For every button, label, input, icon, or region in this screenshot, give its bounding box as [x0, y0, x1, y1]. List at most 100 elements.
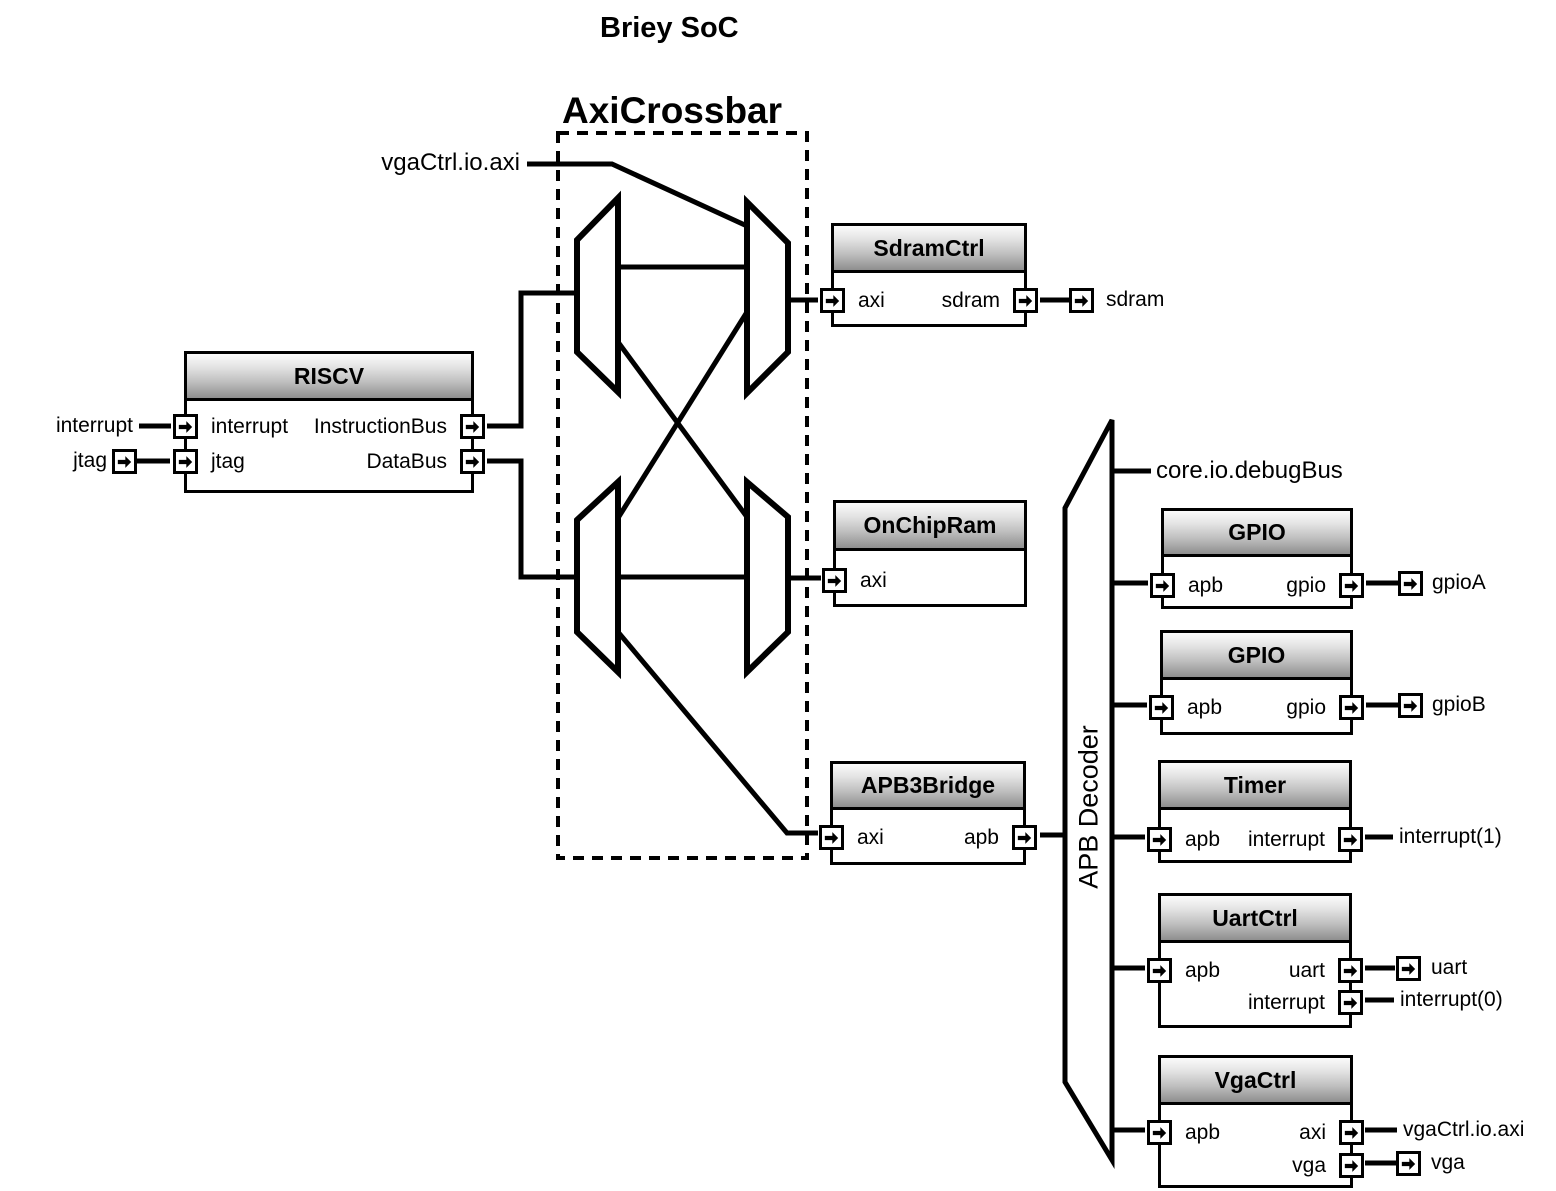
gpio-a-apb-label: apb — [1188, 574, 1224, 597]
block-riscv: RISCV interrupt jtag InstructionBus Data… — [173, 351, 485, 493]
apb3-bridge-axi-port — [819, 825, 844, 850]
arrow-right-icon — [825, 294, 840, 307]
riscv-jtag-label: jtag — [211, 450, 245, 473]
uart-ctrl-title: UartCtrl — [1212, 904, 1298, 931]
apb-decoder-shape — [1062, 418, 1115, 1169]
arrow-right-icon — [1155, 579, 1170, 592]
gpio-b-title: GPIO — [1227, 641, 1286, 668]
uart-ctrl-uart-port — [1338, 958, 1363, 983]
sdram-arbiter-shape — [744, 194, 791, 401]
wire-ibus-to-ram — [615, 340, 750, 519]
block-vga-ctrl: VgaCtrl apb axi vga — [1147, 1055, 1364, 1188]
block-sdram-ctrl: SdramCtrl axi sdram — [820, 223, 1038, 327]
ram-arbiter-shape — [744, 475, 791, 680]
arrow-right-icon — [1343, 964, 1358, 977]
gpio-a-apb-port — [1150, 573, 1175, 598]
apb3-bridge-title: APB3Bridge — [860, 772, 996, 798]
external-vga-axi-label: vgaCtrl.io.axi — [1403, 1118, 1525, 1141]
wire-dbus-to-bridge — [616, 630, 818, 836]
gpio-b-apb-port — [1149, 695, 1174, 720]
gpio-a-title: GPIO — [1228, 519, 1286, 545]
arrow-right-icon — [827, 574, 842, 587]
uart-ctrl-header: UartCtrl — [1161, 896, 1349, 943]
wire-instruction-bus — [487, 290, 577, 429]
vga-axi-input-label: vgaCtrl.io.axi — [381, 149, 520, 176]
external-uart-port — [1396, 956, 1421, 981]
gpio-b-header: GPIO — [1163, 633, 1350, 680]
sdram-ctrl-title: SdramCtrl — [873, 234, 985, 261]
timer-apb-port — [1147, 827, 1172, 852]
arrow-right-icon — [1344, 579, 1359, 592]
vga-ctrl-header: VgaCtrl — [1161, 1058, 1350, 1105]
riscv-instructionbus-label: InstructionBus — [313, 415, 447, 438]
arrow-right-icon — [1343, 996, 1358, 1009]
uart-ctrl-uart-label: uart — [1288, 959, 1325, 982]
riscv-jtag-port — [173, 449, 198, 474]
riscv-interrupt-label: interrupt — [211, 415, 289, 438]
vga-ctrl-apb-port — [1147, 1120, 1172, 1145]
connection-lines — [137, 161, 1398, 1166]
vga-ctrl-vga-port — [1339, 1153, 1364, 1178]
page-title: Briey SoC — [600, 12, 739, 44]
sdram-ctrl-axi-port — [820, 288, 845, 313]
arrow-right-icon — [1344, 1159, 1359, 1172]
arrow-right-icon — [465, 455, 480, 468]
ibus-demux-shape — [574, 190, 621, 400]
gpio-a-gpio-port — [1339, 573, 1364, 598]
gpio-a-gpio-label: gpio — [1286, 574, 1326, 597]
arrow-right-icon — [1343, 833, 1358, 846]
vga-ctrl-axi-label: axi — [1299, 1121, 1326, 1144]
uart-ctrl-apb-port — [1147, 958, 1172, 983]
apb3-bridge-header: APB3Bridge — [833, 764, 1023, 810]
arrow-right-icon — [465, 420, 480, 433]
arrow-right-icon — [1018, 294, 1033, 307]
arrow-right-icon — [1017, 831, 1032, 844]
timer-title: Timer — [1223, 771, 1287, 798]
vga-ctrl-apb-label: apb — [1185, 1121, 1221, 1144]
uart-ctrl-interrupt-label: interrupt — [1247, 991, 1325, 1014]
arrow-right-icon — [1401, 1157, 1416, 1170]
sdram-ctrl-sdram-label: sdram — [941, 289, 1000, 312]
axi-crossbar-title: AxiCrossbar — [562, 90, 783, 131]
gpio-b-gpio-label: gpio — [1286, 696, 1326, 719]
sdram-ctrl-axi-label: axi — [858, 289, 885, 312]
external-gpiob-port — [1398, 693, 1423, 718]
riscv-title: RISCV — [293, 362, 365, 389]
arrow-right-icon — [1152, 964, 1167, 977]
on-chip-ram-title: OnChipRam — [863, 512, 997, 538]
block-apb3-bridge: APB3Bridge axi apb — [819, 761, 1037, 865]
external-interrupt-label: interrupt — [55, 414, 133, 437]
arrow-right-icon — [1403, 699, 1418, 712]
vga-ctrl-title: VgaCtrl — [1214, 1066, 1297, 1093]
dbus-demux-shape — [574, 475, 621, 680]
external-uart-interrupt-label: interrupt(0) — [1400, 988, 1503, 1011]
external-uart-label: uart — [1431, 956, 1468, 979]
arrow-right-icon — [1152, 833, 1167, 846]
arrow-right-icon — [1074, 294, 1089, 307]
external-sdram-label: sdram — [1106, 288, 1165, 311]
uart-ctrl-apb-label: apb — [1185, 959, 1221, 982]
timer-interrupt-label: interrupt — [1247, 828, 1325, 851]
arrow-right-icon — [1403, 577, 1418, 590]
external-gpiob-label: gpioB — [1432, 693, 1486, 716]
riscv-header: RISCV — [187, 354, 471, 401]
apb3-bridge-axi-label: axi — [857, 826, 884, 849]
vga-ctrl-axi-port — [1339, 1120, 1364, 1145]
sdram-ctrl-sdram-port — [1013, 288, 1038, 313]
riscv-interrupt-port — [173, 414, 198, 439]
gpio-a-header: GPIO — [1164, 511, 1350, 557]
apb3-bridge-apb-port — [1012, 825, 1037, 850]
external-jtag-port — [112, 449, 137, 474]
block-on-chip-ram: OnChipRam axi — [822, 500, 1027, 607]
external-timer-interrupt-label: interrupt(1) — [1399, 825, 1502, 848]
external-sdram-port — [1069, 288, 1094, 313]
arrow-right-icon — [1344, 701, 1359, 714]
wire-dbus-to-sdram — [615, 310, 750, 520]
block-uart-ctrl: UartCtrl apb uart interrupt — [1147, 893, 1363, 1028]
arrow-right-icon — [178, 455, 193, 468]
external-gpioa-port — [1398, 571, 1423, 596]
arrow-right-icon — [824, 831, 839, 844]
wire-data-bus — [487, 458, 577, 580]
external-vga-port — [1396, 1151, 1421, 1176]
